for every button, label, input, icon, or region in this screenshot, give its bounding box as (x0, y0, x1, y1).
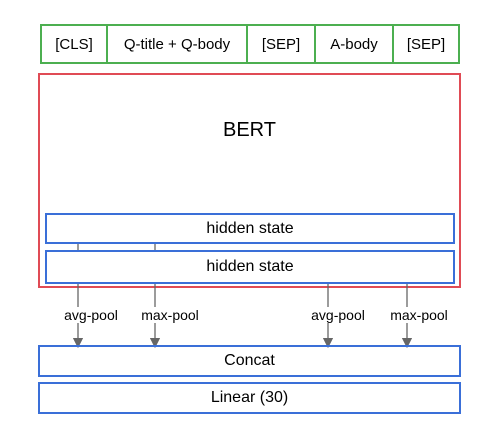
max-pool-label-2: max-pool (389, 307, 449, 323)
hidden-state-2: hidden state (45, 250, 455, 284)
concat-layer: Concat (38, 345, 461, 377)
token-label: Q-title + Q-body (123, 35, 231, 53)
bert-block: BERT (38, 73, 461, 288)
token-sep-2: [SEP] (392, 24, 460, 64)
token-label: [SEP] (261, 35, 301, 53)
linear-label: Linear (30) (210, 389, 289, 406)
token-label: [CLS] (55, 35, 93, 53)
avg-pool-label-1: avg-pool (63, 307, 119, 323)
bert-title: BERT (223, 119, 276, 141)
linear-layer: Linear (30) (38, 382, 461, 414)
concat-label: Concat (224, 352, 275, 369)
hidden-state-label: hidden state (206, 258, 294, 275)
avg-pool-label-2: avg-pool (310, 307, 366, 323)
token-label: A-body (330, 35, 378, 53)
hidden-state-1: hidden state (45, 213, 455, 244)
hidden-state-label: hidden state (206, 219, 294, 237)
token-label: [SEP] (406, 35, 446, 53)
max-pool-label-1: max-pool (140, 307, 200, 323)
